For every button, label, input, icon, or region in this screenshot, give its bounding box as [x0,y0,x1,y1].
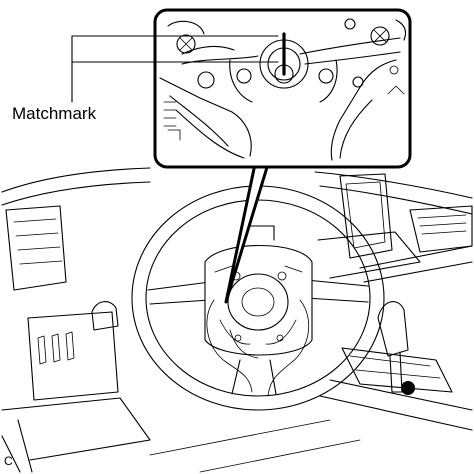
matchmark-label: Matchmark [12,104,97,123]
screw-icon [176,34,196,54]
steering-wheel [131,185,385,411]
figure-code: C [4,454,13,468]
dashboard [1,167,473,473]
screw-icon [370,26,390,46]
detail-inset [71,8,412,169]
